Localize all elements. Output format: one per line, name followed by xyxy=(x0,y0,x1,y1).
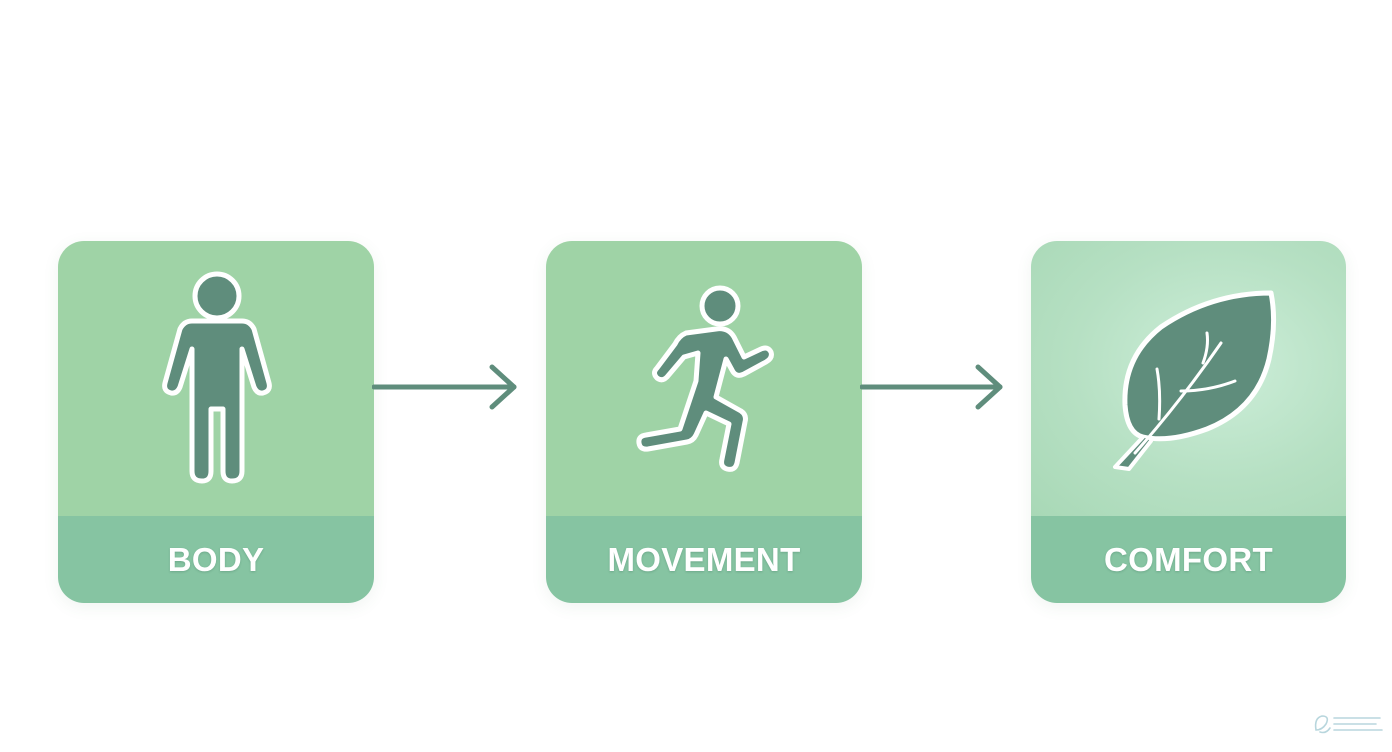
step-card-movement: MOVEMENT xyxy=(546,241,862,603)
arrow-right-icon xyxy=(860,364,1003,410)
step-label-movement: MOVEMENT xyxy=(607,540,801,578)
step-card-comfort: COMFORT xyxy=(1031,241,1346,603)
card-body-label-band: BODY xyxy=(58,516,374,603)
arrow-right-icon xyxy=(372,364,517,410)
card-movement-label-band: MOVEMENT xyxy=(546,516,862,603)
step-card-body: BODY xyxy=(58,241,374,603)
step-label-comfort: COMFORT xyxy=(1104,540,1273,578)
card-body-top xyxy=(58,241,374,517)
card-movement-top xyxy=(546,241,862,517)
running-person-icon xyxy=(636,285,774,472)
card-comfort-label-band: COMFORT xyxy=(1031,516,1346,603)
standing-person-icon xyxy=(162,271,272,484)
leaf-icon xyxy=(1113,290,1277,471)
watermark-logo xyxy=(1314,715,1383,734)
card-comfort-top xyxy=(1031,241,1346,517)
step-label-body: BODY xyxy=(167,540,265,578)
